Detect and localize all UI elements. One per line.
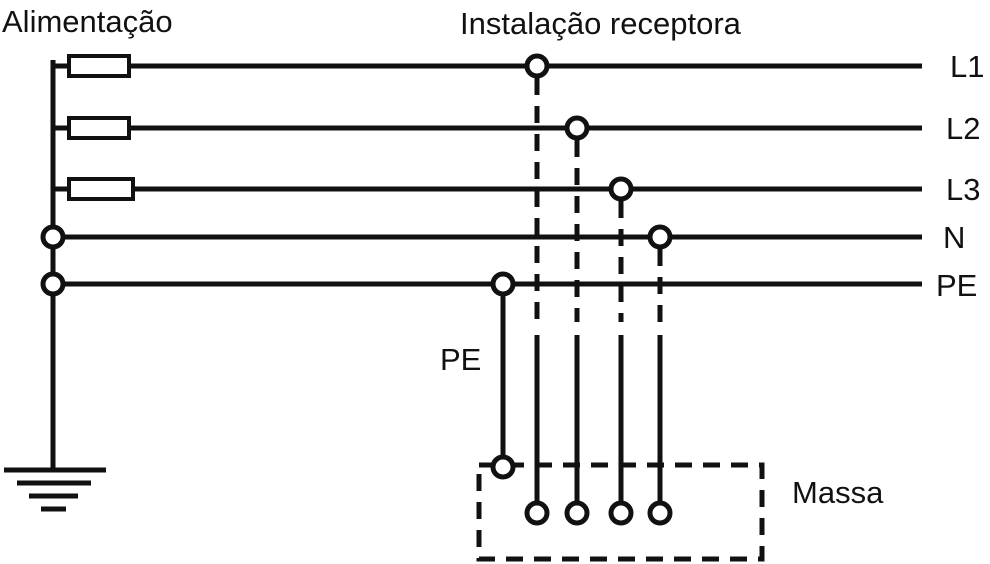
conductor-l1 [53,54,922,78]
conductor-l2 [53,116,922,140]
terminal-l3 [608,500,634,526]
pe-tap-label: PE [440,342,481,377]
terminal-l1 [524,500,550,526]
conductor-label-l1: L1 [950,49,984,84]
mass-label: Massa [792,475,884,510]
node-pe-mass [490,454,516,480]
node-l3-tap [608,176,634,202]
fuse-l3 [67,177,135,201]
node-supply-pe [40,271,66,297]
supply-label: Alimentação [2,4,173,39]
conductor-label-n: N [943,220,965,255]
node-supply-n [40,224,66,250]
conductor-label-l2: L2 [946,111,980,146]
earth-ground-icon [4,467,106,512]
terminal-l2 [564,500,590,526]
fuse-l2 [67,116,131,140]
conductor-label-l3: L3 [946,172,980,207]
node-pe-tap [490,271,516,297]
mass-enclosure [476,462,765,562]
node-l1-tap [524,53,550,79]
node-n-tap [647,224,673,250]
terminal-n [647,500,673,526]
installation-label: Instalação receptora [460,6,742,41]
conductor-l3 [53,177,922,201]
fuse-l1 [67,54,131,78]
conductor-label-pe: PE [936,268,977,303]
node-l2-tap [564,115,590,141]
